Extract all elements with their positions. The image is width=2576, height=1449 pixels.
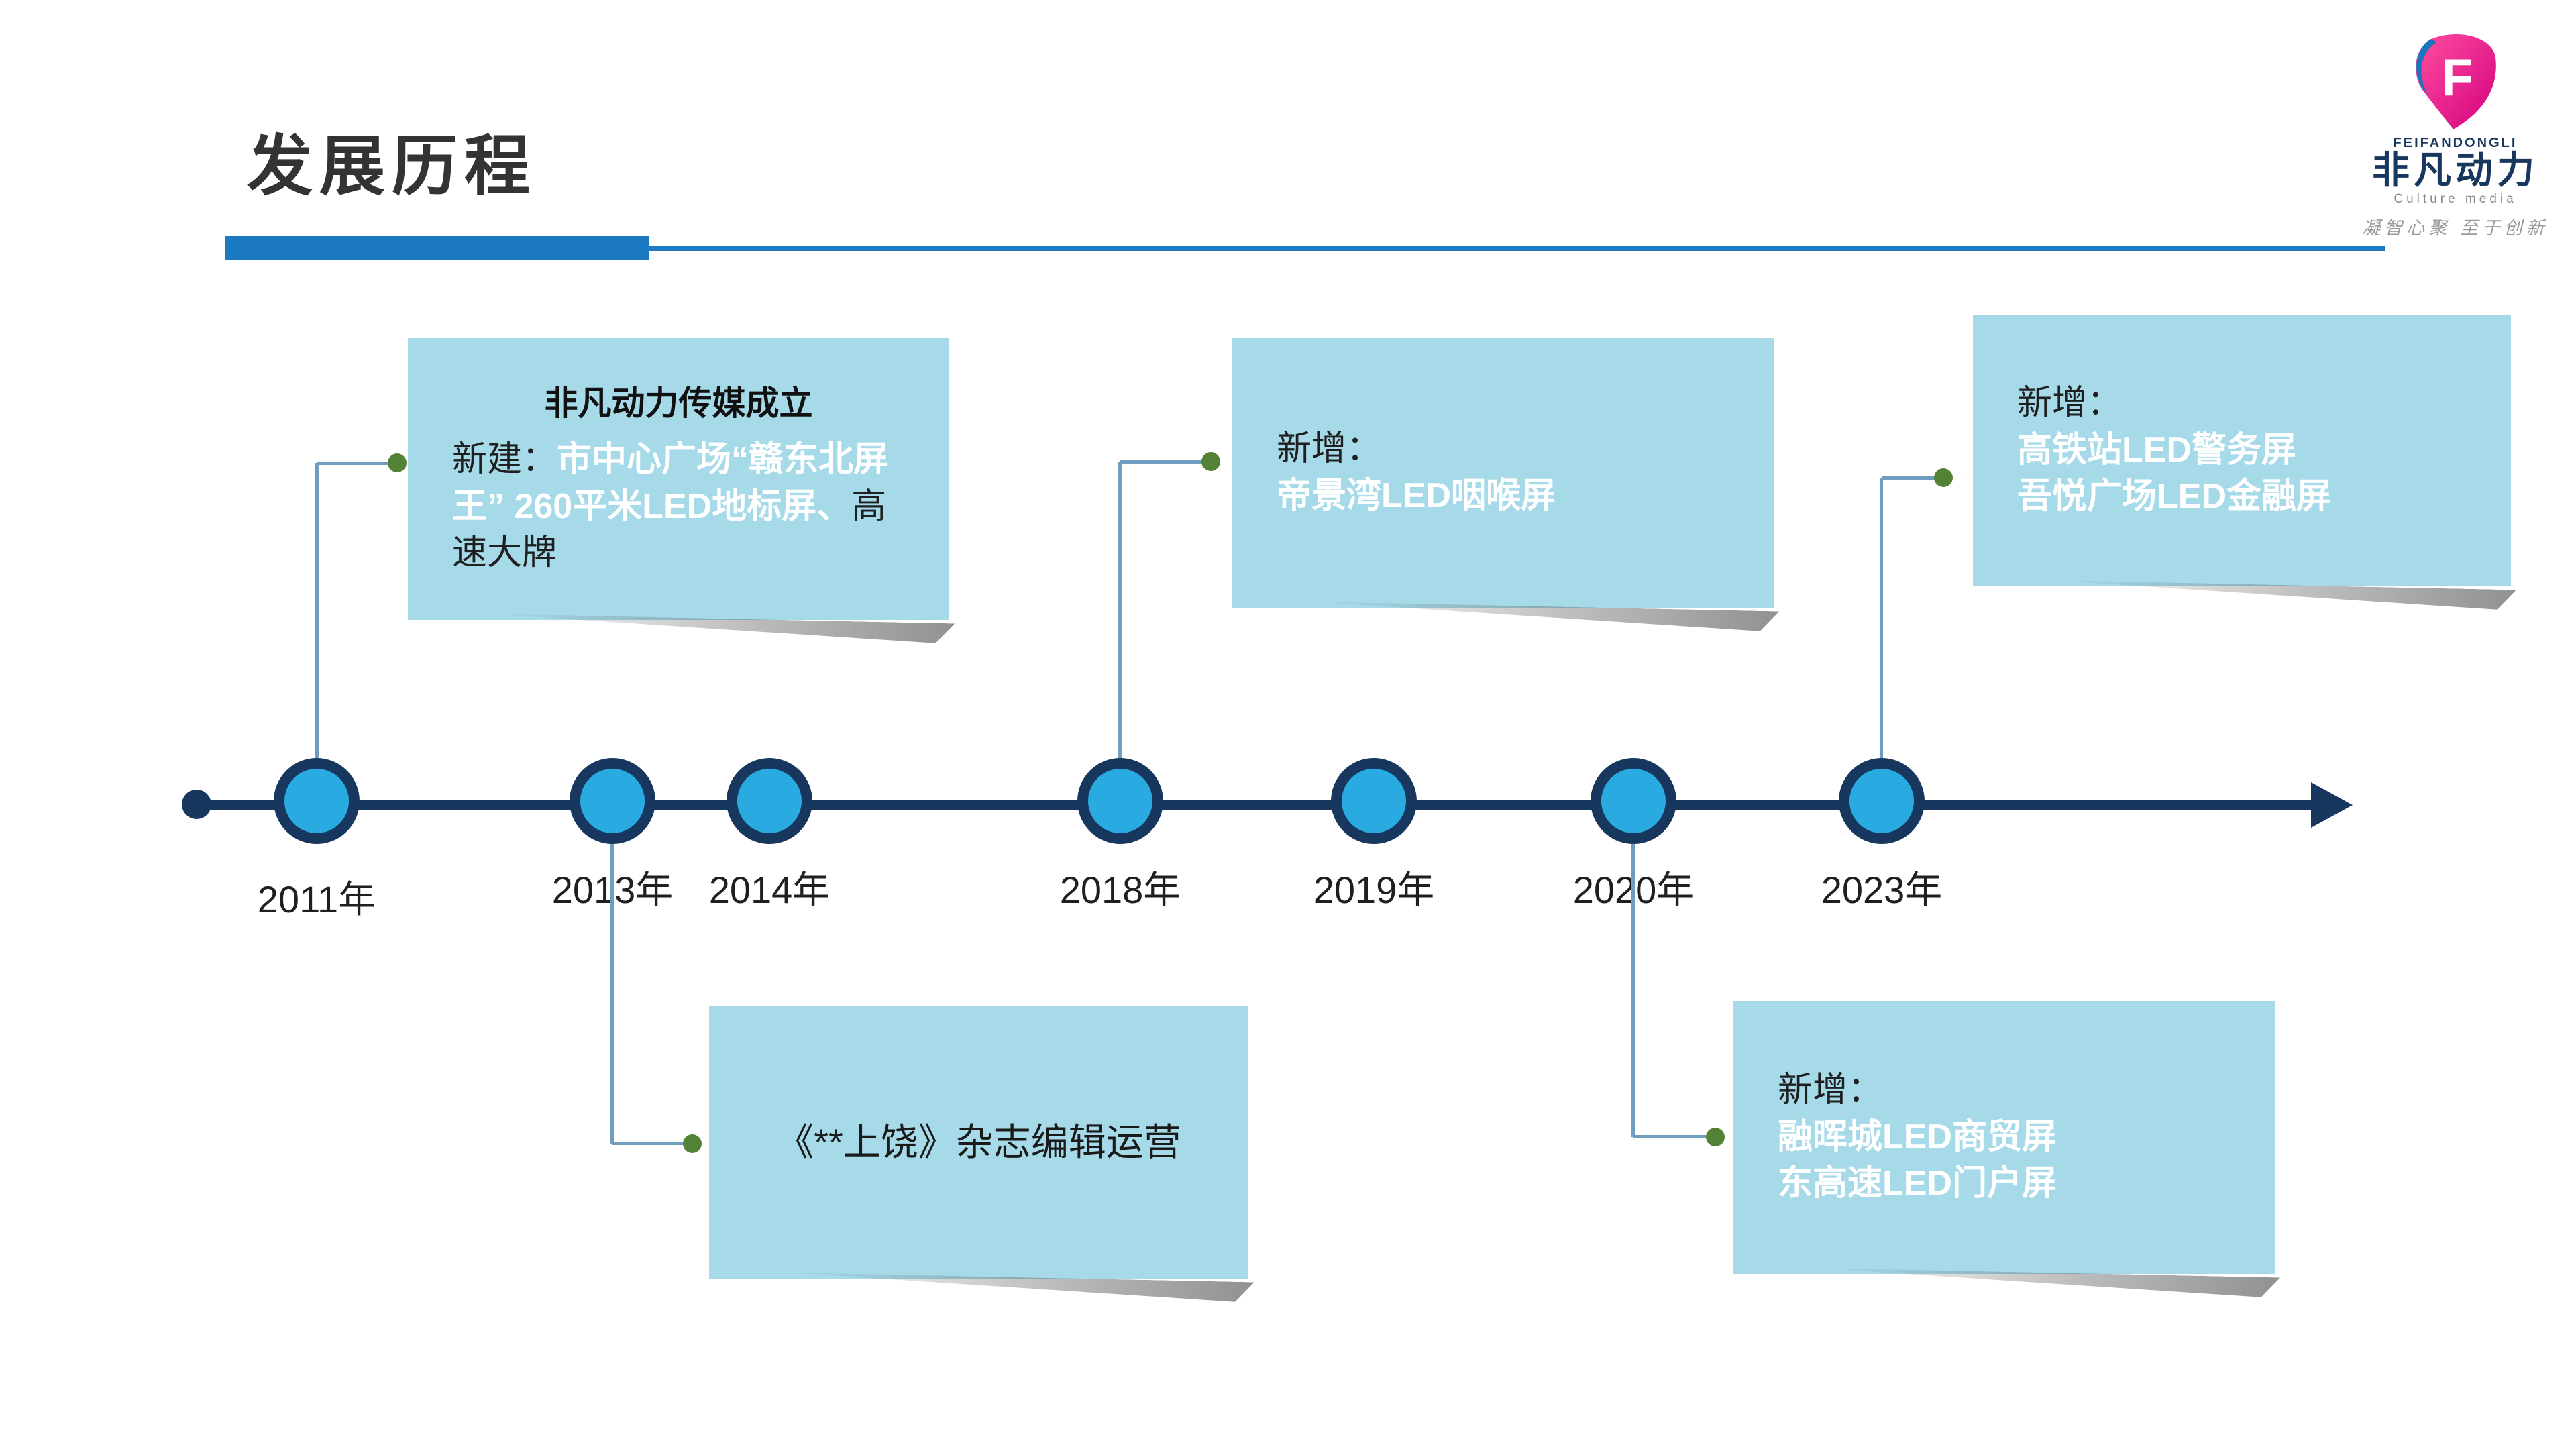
year-label-2019: 2019年 <box>1313 869 1435 911</box>
timeline-node-2020 <box>1591 758 1676 844</box>
connector-2018-horizontal <box>1120 460 1209 464</box>
callout-2018-label: 新增： <box>1277 429 1382 469</box>
callout-2011-tail: 高速大牌 <box>452 486 887 573</box>
connector-2023-horizontal <box>1882 476 1941 480</box>
callout-2013-text: 《**上饶》杂志编辑运营 <box>776 1120 1181 1163</box>
connector-2018-vertical <box>1118 462 1122 758</box>
logo-subtitle: Culture media <box>2394 191 2517 206</box>
callout-2020: 新增： 融晖城LED商贸屏 东高速LED门户屏 <box>1733 1001 2275 1274</box>
connector-2020-vertical <box>1631 844 1635 1137</box>
callout-2011: 非凡动力传媒成立 新建：市中心广场“赣东北屏王” 260平米LED地标屏、高速大… <box>408 338 949 620</box>
timeline-node-2011 <box>274 758 360 844</box>
callout-2020-line2: 东高速LED门户屏 <box>1778 1164 2057 1203</box>
year-label-2018: 2018年 <box>1059 869 1181 911</box>
year-label-2014: 2014年 <box>708 869 830 911</box>
callout-2011-label: 新建： <box>452 439 557 479</box>
connector-2013-horizontal <box>612 1142 685 1145</box>
connector-2011-vertical <box>315 463 319 758</box>
f-logo-icon: F <box>2416 34 2496 129</box>
anchor-dot-2011 <box>388 453 407 472</box>
f-logo-letter: F <box>2441 48 2473 107</box>
timeline-node-2019 <box>1331 758 1417 844</box>
callout-2018: 新增： 帝景湾LED咽喉屏 <box>1232 338 1774 608</box>
callout-2011-highlight: 市中心广场“赣东北屏王” 260平米LED地标屏、 <box>452 439 889 526</box>
year-label-2011: 2011年 <box>257 878 376 920</box>
callout-2020-label: 新增： <box>1778 1070 1883 1110</box>
callout-2011-title: 非凡动力传媒成立 <box>544 384 813 422</box>
callout-2013: 《**上饶》杂志编辑运营 <box>709 1006 1248 1279</box>
logo-brand-en: FEIFANDONGLI <box>2393 136 2518 150</box>
title-underline-thick <box>225 236 649 260</box>
timeline-node-2014 <box>727 758 812 844</box>
connector-2023-vertical <box>1880 478 1883 758</box>
title-underline-thin <box>649 246 2385 251</box>
callout-2011-body: 新建：市中心广场“赣东北屏王” 260平米LED地标屏、高速大牌 <box>452 437 905 577</box>
callout-2023-label: 新增： <box>2017 383 2123 423</box>
timeline-axis <box>197 800 2314 810</box>
timeline-node-2018 <box>1077 758 1163 844</box>
anchor-dot-2018 <box>1201 452 1220 471</box>
logo-brand-cn: 非凡动力 <box>2372 149 2538 191</box>
callout-2018-line1: 帝景湾LED咽喉屏 <box>1277 476 1556 515</box>
connector-2020-horizontal <box>1633 1135 1709 1138</box>
timeline-node-2023 <box>1839 758 1925 844</box>
callout-2023-line2: 吾悦广场LED金融屏 <box>2017 477 2332 517</box>
callout-2023: 新增： 高铁站LED警务屏 吾悦广场LED金融屏 <box>1973 315 2511 586</box>
year-label-2023: 2023年 <box>1821 869 1943 911</box>
callout-2020-line1: 融晖城LED商贸屏 <box>1778 1117 2057 1157</box>
connector-2013-vertical <box>610 844 614 1144</box>
anchor-dot-2023 <box>1934 468 1953 487</box>
logo-tagline: 凝智心聚 至于创新 <box>2362 217 2548 238</box>
company-logo: F FEIFANDONGLI 非凡动力 Culture media 凝智心聚 至… <box>2355 28 2556 239</box>
callout-2023-line1: 高铁站LED警务屏 <box>2017 430 2297 470</box>
timeline-node-2013 <box>570 758 655 844</box>
timeline-arrowhead-icon <box>2311 782 2353 828</box>
anchor-dot-2020 <box>1706 1128 1725 1146</box>
connector-2011-horizontal <box>317 462 396 465</box>
page-title: 发展历程 <box>247 129 537 203</box>
anchor-dot-2013 <box>683 1134 702 1153</box>
